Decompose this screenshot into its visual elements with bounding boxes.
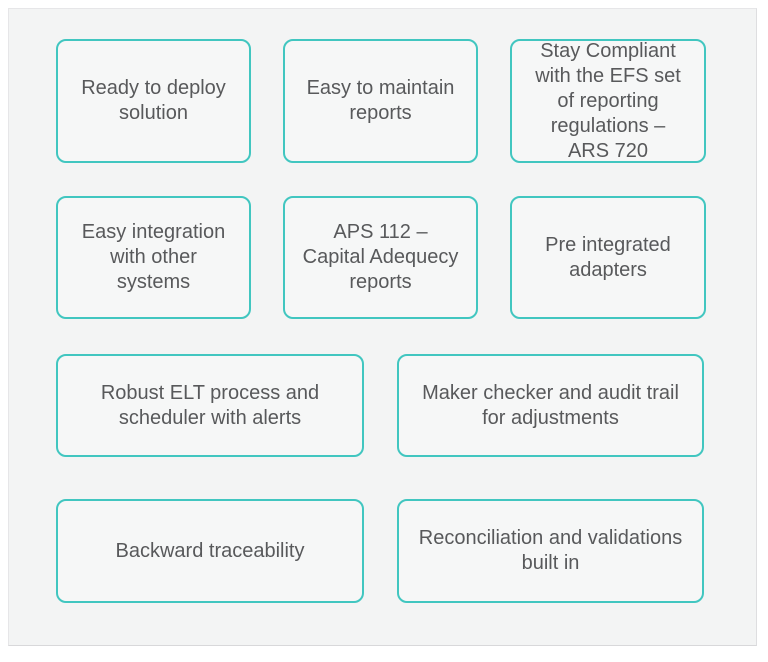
box-label: Easy to maintain reports (306, 77, 455, 124)
box-aps-112: APS 112 – Capital Adequecy reports (283, 196, 478, 319)
box-easy-to-maintain: Easy to maintain reports (283, 39, 478, 163)
box-label: Easy integration with other systems (81, 221, 226, 293)
box-label: Backward traceability (115, 539, 305, 562)
box-ready-to-deploy: Ready to deploy solution (56, 39, 251, 163)
box-easy-integration: Easy integration with other systems (56, 196, 251, 319)
box-label: Stay Compliant with the EFS set of repor… (535, 39, 681, 162)
box-label: APS 112 – Capital Adequecy reports (302, 221, 459, 293)
box-reconciliation: Reconciliation and validations built in (397, 499, 704, 603)
box-robust-elt: Robust ELT process and scheduler with al… (56, 354, 364, 457)
box-label: Robust ELT process and scheduler with al… (100, 381, 320, 429)
box-label: Reconciliation and validations built in (418, 527, 683, 574)
box-label: Ready to deploy solution (81, 77, 226, 124)
features-panel: Ready to deploy solution Easy to maintai… (8, 8, 757, 646)
box-backward-traceability: Backward traceability (56, 499, 364, 603)
box-maker-checker: Maker checker and audit trail for adjust… (397, 354, 704, 457)
box-label: Pre integrated adapters (545, 233, 671, 281)
box-label: Maker checker and audit trail for adjust… (422, 381, 679, 429)
box-pre-integrated-adapters: Pre integrated adapters (510, 196, 706, 319)
box-stay-compliant: Stay Compliant with the EFS set of repor… (510, 39, 706, 163)
